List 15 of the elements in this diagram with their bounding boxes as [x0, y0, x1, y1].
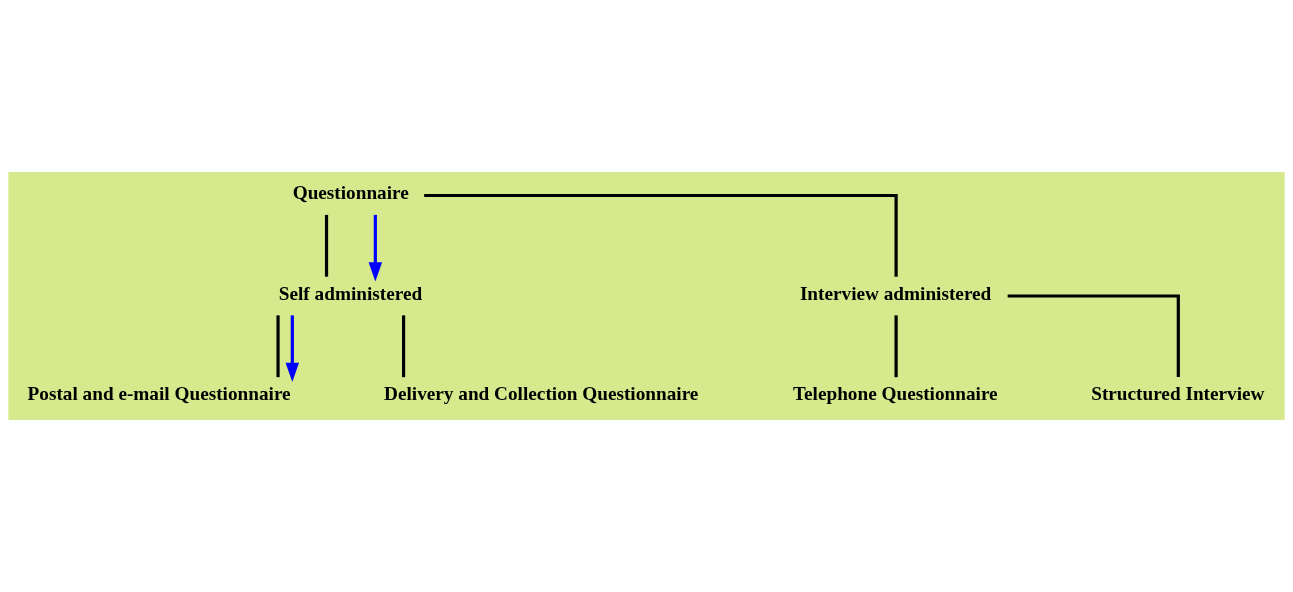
arrow: [285, 315, 300, 383]
connector: [894, 315, 898, 378]
node-text: Telephone Questionnaire: [792, 383, 998, 405]
connector: [276, 315, 280, 378]
connector: [324, 214, 329, 277]
node-text: Questionnaire: [292, 182, 409, 204]
connector: [401, 315, 406, 378]
node-text: Self administered: [278, 282, 423, 304]
connector: [424, 193, 898, 277]
arrow: [368, 214, 383, 282]
node-text: Interview administered: [799, 282, 992, 304]
node-text: Structured Interview: [1091, 383, 1265, 405]
connector: [1007, 294, 1180, 378]
node-text: Postal and e-mail Questionnaire: [27, 383, 291, 405]
node-text: Delivery and Collection Questionnaire: [384, 383, 699, 405]
